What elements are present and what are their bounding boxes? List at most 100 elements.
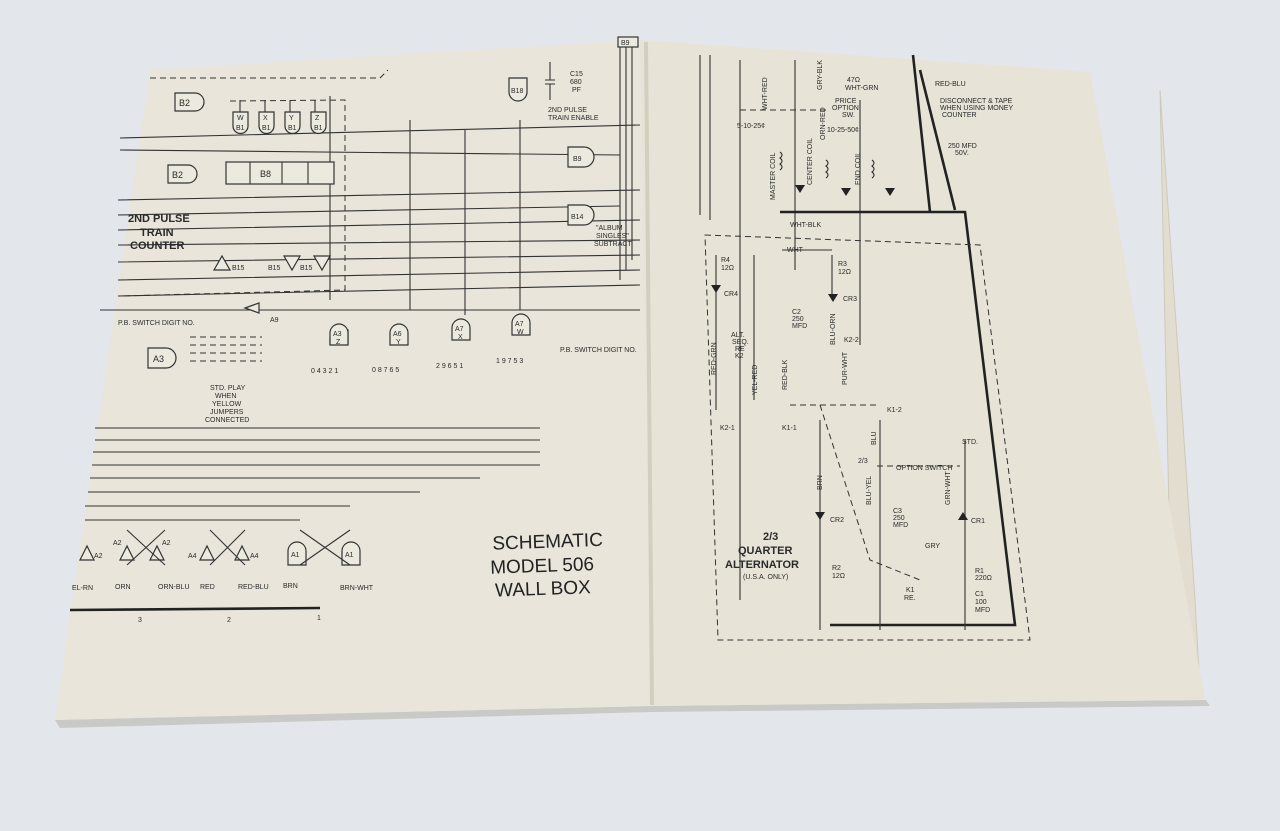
schematic-label: BRN [817,475,824,490]
alternator-title: 2/3 [763,531,778,543]
schematic-label: "ALBUM [596,225,623,232]
schematic-label: A6 [393,331,402,338]
schematic-label: TRAIN ENABLE [548,115,599,122]
schematic-label: B1 [262,125,271,132]
schematic-label: PRICE [835,98,857,105]
counter-section: B2 B2 WB1 XB1 YB1 ZB1 B8 2ND PULSE TRAIN… [117,36,641,315]
schematic-label: 100 [975,599,987,606]
schematic-label: EL-RN [72,585,93,592]
schematic-label: ORN-RED [820,107,827,140]
schematic-label: QUARTER [738,545,792,557]
title-line-3: WALL BOX [495,577,592,601]
schematic-label: B14 [571,214,584,221]
schematic-label: W [237,115,244,122]
schematic-label: A7 [515,321,524,328]
schematic-label: 0 8 7 6 5 [372,367,399,374]
schematic-label: B15 [232,265,245,272]
schematic-label: WHT-GRN [845,85,878,92]
schematic-label: STD. [962,439,978,446]
schematic-label: A4 [188,553,197,560]
schematic-label: 1 [317,615,321,622]
schematic-label: K2 [735,353,744,360]
schematic-label: BLU-YEL [866,476,873,505]
schematic-label: C2 [792,309,801,316]
schematic-label: COUNTER [942,112,977,119]
schematic-label: BRN [283,583,298,590]
schematic-label: ALT. [731,332,745,339]
schematic-label: BLU [871,431,878,445]
gate-b2-label: B2 [179,98,190,108]
schematic-label: R2 [832,565,841,572]
schematic-label: CR2 [830,517,844,524]
schematic-label: BRN-WHT [340,585,374,592]
schematic-label: BLU-ORN [830,313,837,345]
schematic-title: SCHEMATIC MODEL 506 WALL BOX [490,530,603,602]
schematic-label: RED-BLK [782,359,789,390]
schematic-label: K1 [906,587,915,594]
schematic-label: 250 [893,515,905,522]
schematic-label: 12Ω [832,573,845,580]
schematic-label: 0 4 3 2 1 [311,368,338,375]
schematic-label: GRN-WHT [945,470,952,505]
schematic-label: MFD [792,323,807,330]
counter-label: 2ND PULSE [128,213,190,225]
schematic-label: MASTER COIL [770,152,777,200]
schematic-label: A2 [94,553,103,560]
schematic-label: 250 MFD [948,143,977,150]
schematic-label: 1 9 7 5 3 [496,358,523,365]
schematic-label: 47Ω [847,77,860,84]
schematic-label: B9 [621,40,630,47]
schematic-label: B9 [573,156,582,163]
schematic-label: K2-1 [720,425,735,432]
gate-b2-label: B2 [172,170,183,180]
schematic-label: C15 [570,71,583,78]
schematic-label: W [517,329,524,336]
schematic-label: 10-25-50¢ [827,127,859,134]
schematic-label: B1 [314,125,323,132]
schematic-label: B15 [268,265,281,272]
schematic-label: B18 [511,88,524,95]
schematic-label: Y [396,339,401,346]
title-line-1: SCHEMATIC [492,530,603,555]
schematic-label: PF [572,87,581,94]
schematic-label: R1 [975,568,984,575]
schematic-label: OPTION [832,105,859,112]
alternator-note: (U.S.A. ONLY) [743,574,788,581]
schematic-label: K1-2 [887,407,902,414]
schematic-label: GRY [925,543,940,550]
schematic-label: DISCONNECT & TAPE [940,98,1013,105]
schematic-label: A4 [250,553,259,560]
schematic-label: X [458,334,463,341]
schematic-label: X [263,115,268,122]
schematic-label: 5-10-25¢ [737,123,765,130]
gate-b8-label: B8 [260,169,271,179]
schematic-label: A3 [333,331,342,338]
schematic-label: A1 [291,552,300,559]
title-line-2: MODEL 506 [490,554,595,579]
schematic-label: WHEN USING MONEY [940,105,1013,112]
schematic-label: 2 [227,617,231,624]
schematic-label: R4 [721,257,730,264]
schematic-label: SUBTRACT [594,241,632,248]
pb-switch-label: P.B. SWITCH DIGIT NO. [118,320,195,327]
schematic-label: A7 [455,326,464,333]
schematic-label: COUNTER [130,240,184,252]
schematic-label: P.B. SWITCH DIGIT NO. [560,347,637,354]
schematic-label: 12Ω [721,265,734,272]
schematic-label: C3 [893,508,902,515]
schematic-label: 250 [792,316,804,323]
decoder-section: A9 P.B. SWITCH DIGIT NO. A3 STD. PLAY WH… [69,302,640,624]
schematic-label: YELLOW [212,401,242,408]
schematic-label: WHT-BLK [790,222,821,229]
schematic-label: 2ND PULSE [548,107,587,114]
schematic-label: OPTION SWITCH [896,465,952,472]
schematic-label: YEL-RED [752,365,759,395]
schematic-label: B15 [300,265,313,272]
schematic-label: ALTERNATOR [725,559,799,571]
schematic-label: MFD [893,522,908,529]
schematic-label: SW. [842,112,855,119]
schematic-label: CR3 [843,296,857,303]
schematic-label: JUMPERS [210,409,244,416]
page-shadow [55,700,1210,728]
